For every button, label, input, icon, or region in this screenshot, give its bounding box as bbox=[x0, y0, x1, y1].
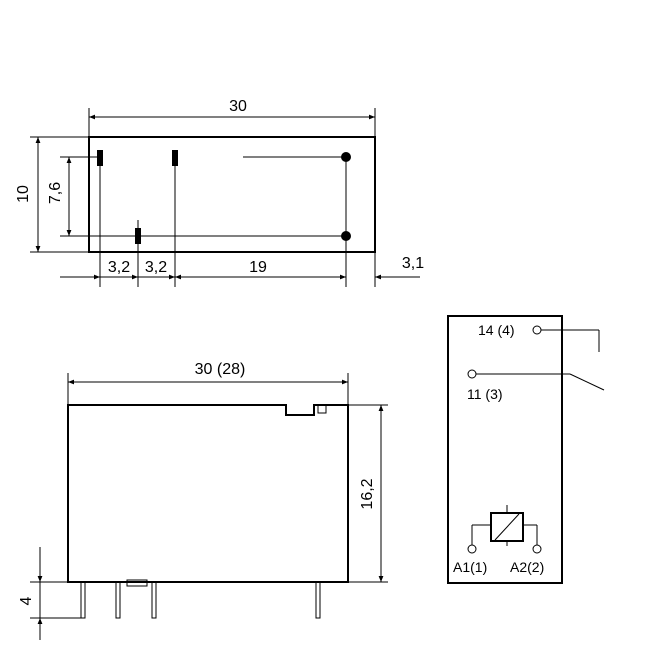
side-view-outline bbox=[67, 404, 349, 583]
pin-4 bbox=[341, 152, 351, 162]
coil-a1-terminal bbox=[467, 544, 477, 554]
pitch-a-label: 3,2 bbox=[108, 259, 130, 276]
pin-5 bbox=[341, 231, 351, 241]
coil-a2-label: A2(2) bbox=[510, 559, 544, 575]
pitch-b-label: 3,2 bbox=[145, 259, 167, 276]
side-height-label: 16,2 bbox=[359, 478, 376, 509]
relay-schematic: 14 (4) 11 (3) A1(1) A2(2) bbox=[447, 315, 605, 584]
schematic-outline bbox=[447, 315, 563, 584]
top-view: 30 10 7,6 3,2 3,2 19 3,1 bbox=[15, 98, 424, 287]
pin-3 bbox=[135, 228, 141, 244]
coil-a2-terminal bbox=[532, 544, 542, 554]
pin-2 bbox=[172, 150, 178, 166]
pin-length-label: 4 bbox=[18, 596, 35, 605]
offset-label: 3,1 bbox=[402, 255, 424, 272]
top-height-label: 10 bbox=[15, 185, 32, 203]
contact-11-label: 11 (3) bbox=[467, 386, 503, 402]
span-label: 19 bbox=[249, 259, 267, 276]
top-width-label: 30 bbox=[229, 98, 247, 115]
coil-a1-label: A1(1) bbox=[453, 559, 487, 575]
pin-1 bbox=[97, 150, 103, 166]
contact-14 bbox=[532, 325, 542, 335]
contact-11 bbox=[467, 369, 477, 379]
top-view-outline bbox=[88, 136, 376, 253]
top-inner-height-label: 7,6 bbox=[47, 182, 64, 204]
side-width-label: 30 (28) bbox=[195, 361, 246, 378]
contact-14-label: 14 (4) bbox=[478, 322, 515, 338]
side-view: 30 (28) 16,2 4 bbox=[18, 361, 388, 640]
